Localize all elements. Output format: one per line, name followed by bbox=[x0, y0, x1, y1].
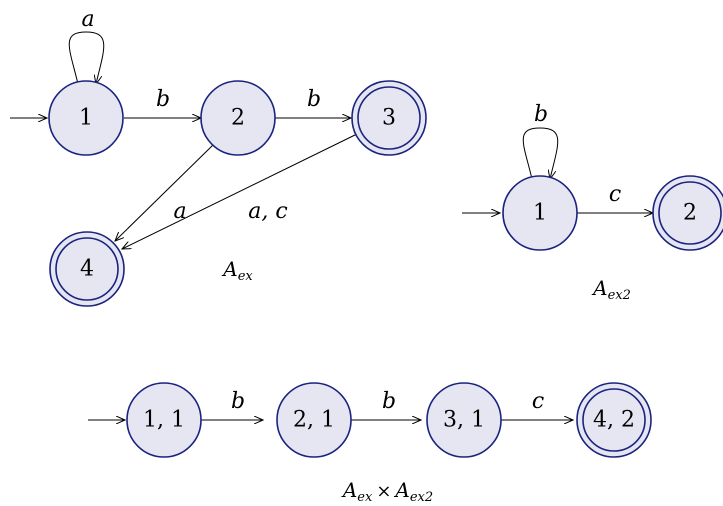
automaton-ex: a b b a a, c 1 2 3 4 A bbox=[10, 7, 427, 307]
state-label: 3 bbox=[382, 106, 396, 131]
state-product-3-1: 3, 1 bbox=[426, 382, 502, 458]
state-label: 2 bbox=[683, 201, 697, 226]
self-loop-ex2-1 bbox=[522, 127, 559, 179]
state-label: 4, 2 bbox=[593, 408, 635, 433]
edge-label-product-3: c bbox=[532, 389, 544, 414]
caption-product-right-sub: ex2 bbox=[410, 490, 433, 505]
state-label: 1 bbox=[533, 201, 547, 226]
caption-product-left-base: A bbox=[341, 478, 357, 502]
edge-label-ex-3-4: a, c bbox=[248, 199, 287, 224]
state-ex-1: 1 bbox=[48, 80, 124, 156]
self-loop-ex-1 bbox=[68, 31, 105, 84]
state-product-4-2-accepting: 4, 2 bbox=[576, 382, 652, 458]
state-ex2-1: 1 bbox=[502, 175, 578, 251]
state-label: 1, 1 bbox=[143, 408, 185, 433]
state-ex2-2-accepting: 2 bbox=[652, 175, 723, 251]
state-ex-3-accepting: 3 bbox=[351, 80, 427, 156]
edge-label-ex-loop-1: a bbox=[81, 7, 94, 32]
caption-ex2: Aex2 bbox=[591, 276, 631, 303]
edge-label-ex-2-3: b bbox=[307, 87, 321, 112]
state-ex-4-accepting: 4 bbox=[49, 231, 125, 307]
state-product-2-1: 2, 1 bbox=[276, 382, 352, 458]
edge-ex-3-4 bbox=[122, 133, 358, 249]
edge-label-product-1: b bbox=[231, 389, 245, 414]
state-label: 1 bbox=[79, 106, 93, 131]
state-product-1-1: 1, 1 bbox=[126, 382, 202, 458]
edge-label-ex-2-4: a bbox=[173, 199, 186, 224]
caption-product: Aex×Aex2 bbox=[341, 478, 433, 505]
edge-label-ex-1-2: b bbox=[156, 87, 170, 112]
caption-ex2-sub: ex2 bbox=[608, 288, 631, 303]
edge-label-ex2-1-2: c bbox=[609, 182, 621, 207]
caption-ex: Aex bbox=[221, 257, 253, 284]
edge-ex-2-4 bbox=[115, 144, 214, 241]
state-label: 2 bbox=[231, 106, 245, 131]
caption-product-op: × bbox=[376, 481, 391, 502]
edge-label-product-2: b bbox=[382, 389, 396, 414]
state-ex-2: 2 bbox=[200, 80, 276, 156]
caption-ex2-base: A bbox=[591, 276, 607, 300]
automaton-product: b b c 1, 1 2, 1 3, 1 4, 2 Aex×Aex2 bbox=[88, 382, 652, 505]
caption-product-right-base: A bbox=[393, 478, 409, 502]
caption-ex-sub: ex bbox=[238, 269, 254, 284]
caption-ex-base: A bbox=[221, 257, 237, 281]
automaton-ex2: b c 1 2 Aex2 bbox=[462, 102, 723, 303]
state-label: 3, 1 bbox=[443, 408, 485, 433]
edge-label-ex2-loop-1: b bbox=[534, 102, 548, 127]
caption-product-left-sub: ex bbox=[357, 490, 373, 505]
state-label: 2, 1 bbox=[293, 408, 335, 433]
state-label: 4 bbox=[80, 257, 94, 282]
